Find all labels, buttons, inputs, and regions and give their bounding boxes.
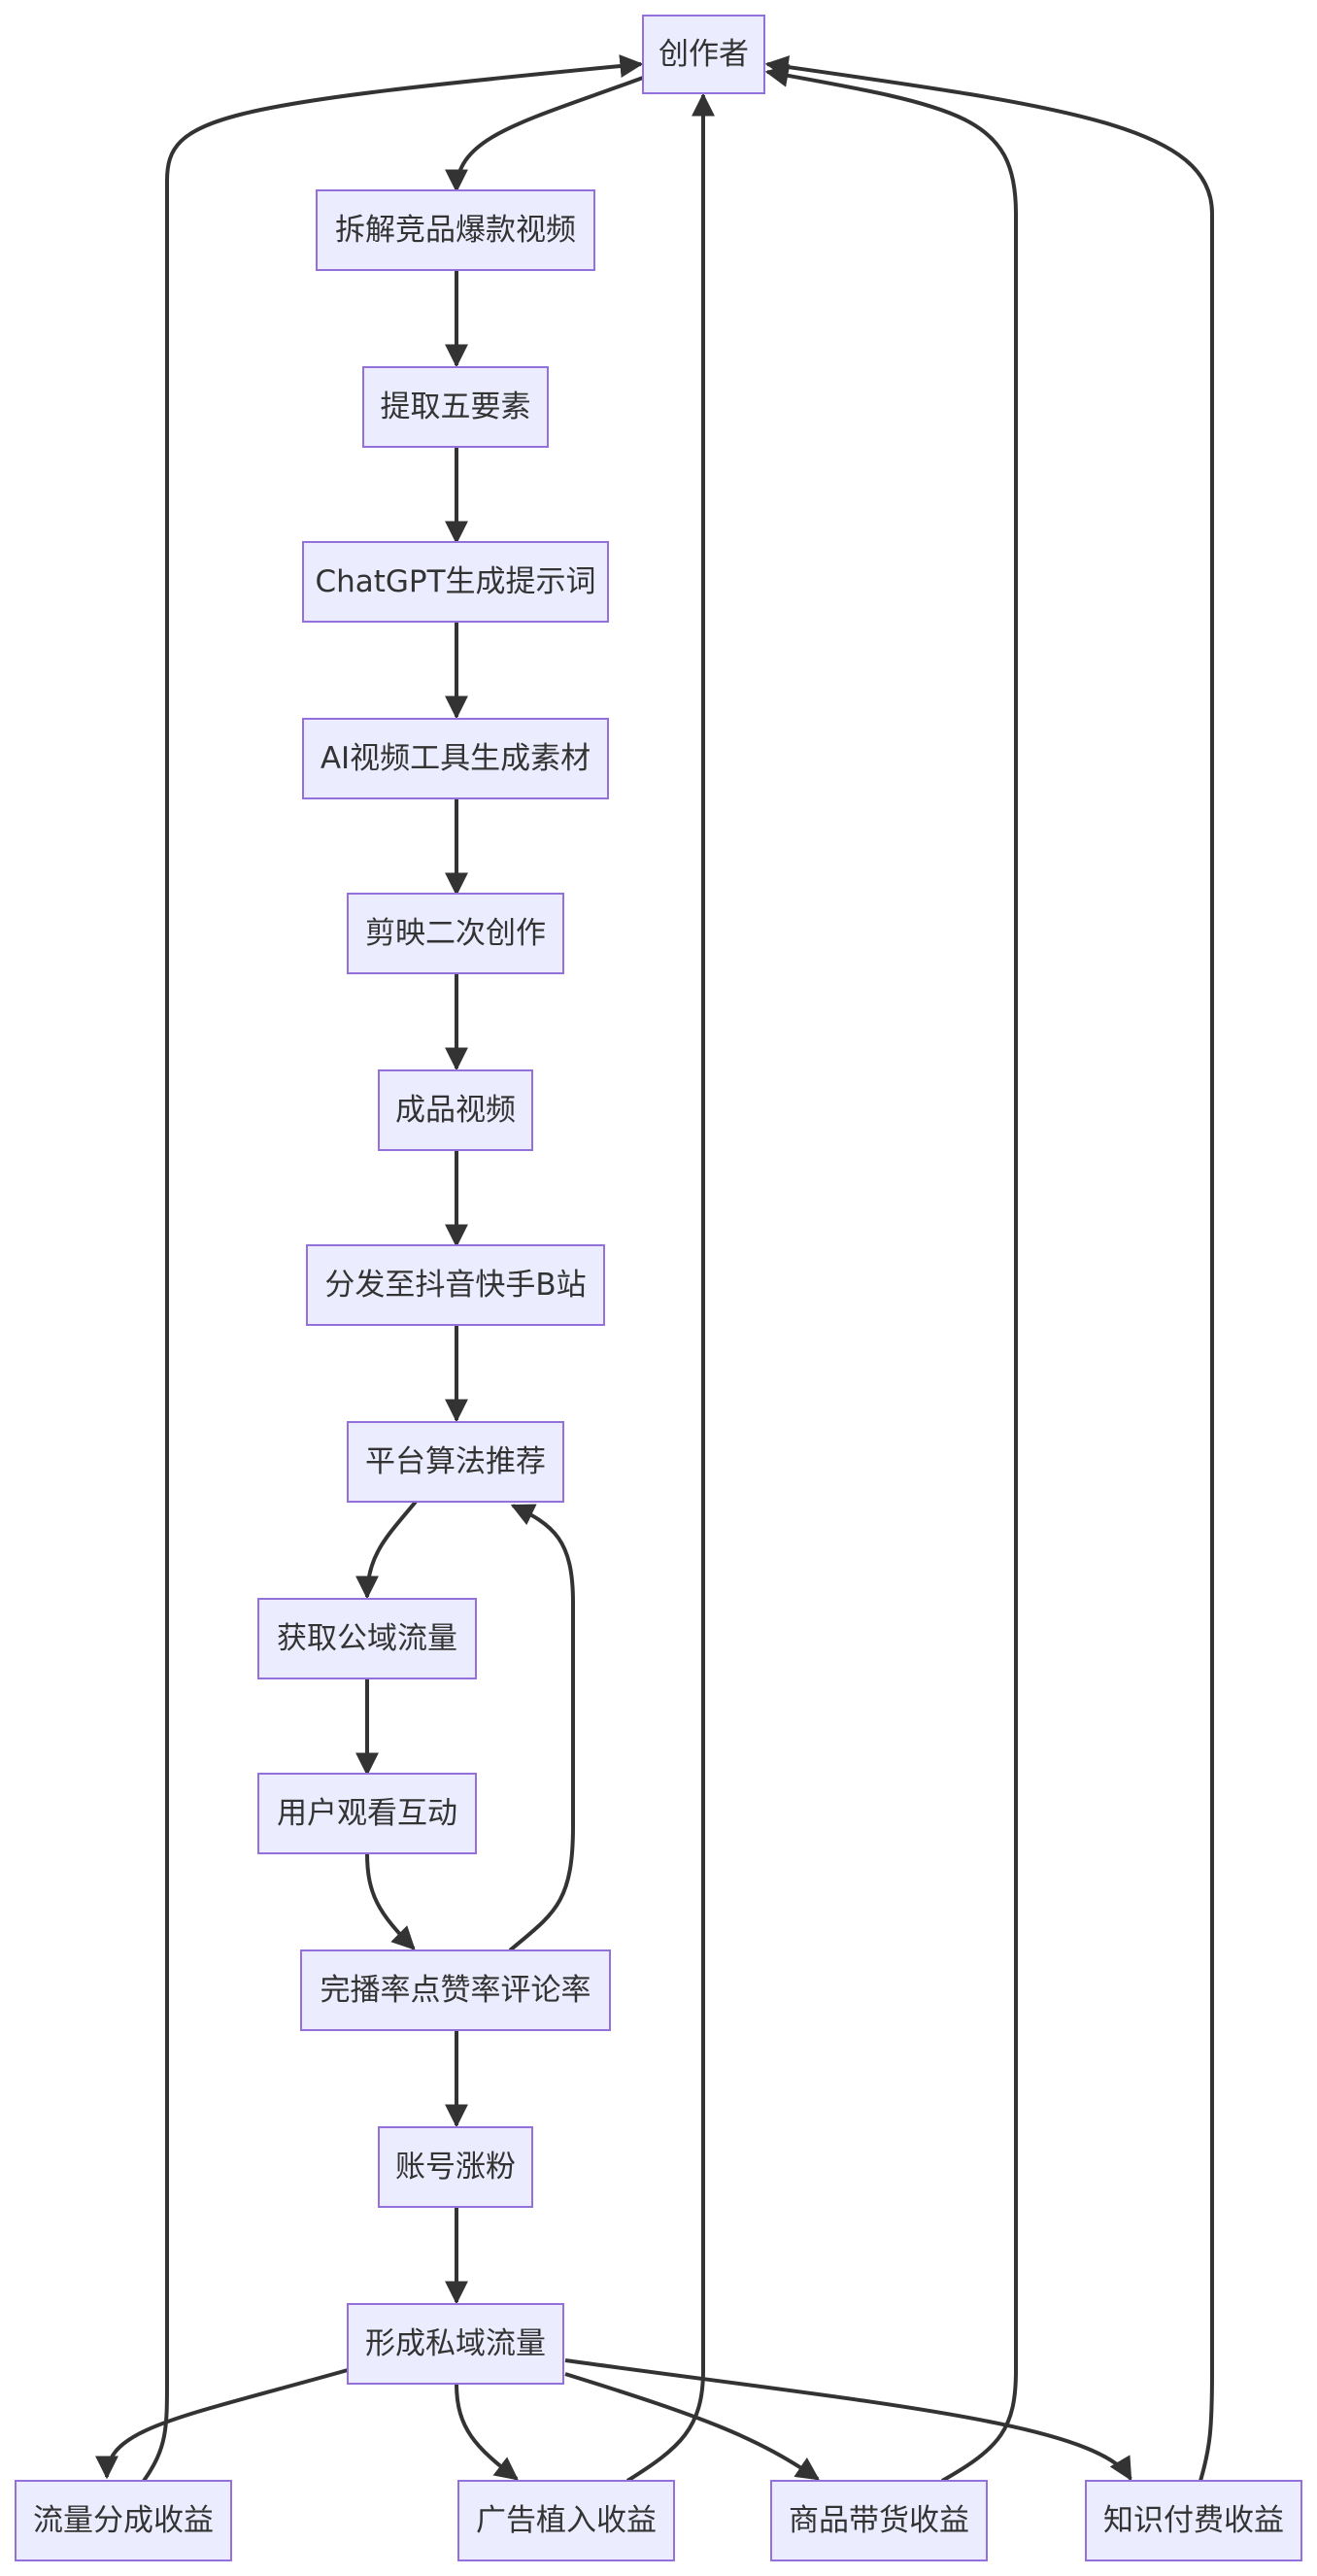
edges-layer: [95, 54, 1214, 2483]
node-extract-five-elements[interactable]: 提取五要素: [362, 366, 549, 448]
node-engagement-metrics[interactable]: 完播率点赞率评论率: [300, 1949, 611, 2031]
edge-rev-course-to-creator: [764, 55, 1214, 2482]
node-jianying-edit[interactable]: 剪映二次创作: [347, 893, 564, 974]
node-creator-label: 创作者: [658, 37, 749, 72]
edge-watch-to-metrics: [365, 1852, 416, 1950]
node-rev-ads-label: 广告植入收益: [476, 2503, 657, 2538]
node-distribute-label: 分发至抖音快手B站: [324, 1268, 586, 1303]
node-analyze-competitor-videos[interactable]: 拆解竞品爆款视频: [316, 189, 595, 271]
node-aigen-label: AI视频工具生成素材: [321, 741, 591, 776]
node-rev-goods-label: 商品带货收益: [789, 2503, 969, 2538]
edge-creator-to-analyze: [445, 76, 644, 193]
edge-metrics-to-algo: [508, 1504, 575, 1952]
node-private-traffic[interactable]: 形成私域流量: [347, 2303, 564, 2385]
node-public-traffic[interactable]: 获取公域流量: [257, 1598, 477, 1679]
node-user-interaction[interactable]: 用户观看互动: [257, 1773, 477, 1854]
edge-rev-ads-to-creator: [625, 92, 715, 2483]
node-rev-share-label: 流量分成收益: [33, 2503, 214, 2538]
node-traffic-label: 获取公域流量: [277, 1621, 457, 1656]
edge-private-to-rev-share: [95, 2368, 349, 2480]
node-revenue-ads[interactable]: 广告植入收益: [457, 2480, 675, 2561]
edge-rev-share-to-creator: [142, 54, 644, 2483]
node-edit-label: 剪映二次创作: [365, 916, 546, 951]
node-prompt-label: ChatGPT生成提示词: [315, 564, 595, 599]
node-rev-course-label: 知识付费收益: [1103, 2503, 1284, 2538]
node-gain-followers[interactable]: 账号涨粉: [378, 2126, 533, 2208]
node-watch-label: 用户观看互动: [277, 1796, 457, 1831]
node-extract-label: 提取五要素: [381, 390, 531, 424]
node-final-video[interactable]: 成品视频: [378, 1069, 533, 1151]
node-revenue-share[interactable]: 流量分成收益: [15, 2480, 232, 2561]
node-platform-algorithm[interactable]: 平台算法推荐: [347, 1421, 564, 1503]
node-revenue-knowledge[interactable]: 知识付费收益: [1085, 2480, 1302, 2561]
edge-private-to-rev-course: [564, 2358, 1132, 2482]
node-ai-video-tool[interactable]: AI视频工具生成素材: [302, 718, 609, 799]
node-creator[interactable]: 创作者: [642, 15, 765, 94]
edge-algo-to-traffic: [355, 1500, 418, 1600]
edge-rev-goods-to-creator: [764, 64, 1018, 2483]
edge-private-to-rev-ads: [455, 2383, 519, 2481]
node-algo-label: 平台算法推荐: [365, 1444, 546, 1479]
node-metrics-label: 完播率点赞率评论率: [321, 1973, 591, 2008]
edge-private-to-rev-goods: [564, 2372, 820, 2481]
nodes-layer: 创作者 拆解竞品爆款视频 提取五要素 ChatGPT生成提示词 AI视频工具生成…: [15, 15, 1302, 2561]
node-chatgpt-prompt[interactable]: ChatGPT生成提示词: [302, 541, 609, 623]
node-analyze-label: 拆解竞品爆款视频: [335, 213, 576, 248]
node-revenue-goods[interactable]: 商品带货收益: [770, 2480, 988, 2561]
node-final-label: 成品视频: [395, 1093, 516, 1128]
node-fans-label: 账号涨粉: [395, 2150, 516, 2185]
node-distribute-platforms[interactable]: 分发至抖音快手B站: [306, 1244, 605, 1326]
node-private-label: 形成私域流量: [365, 2326, 546, 2361]
